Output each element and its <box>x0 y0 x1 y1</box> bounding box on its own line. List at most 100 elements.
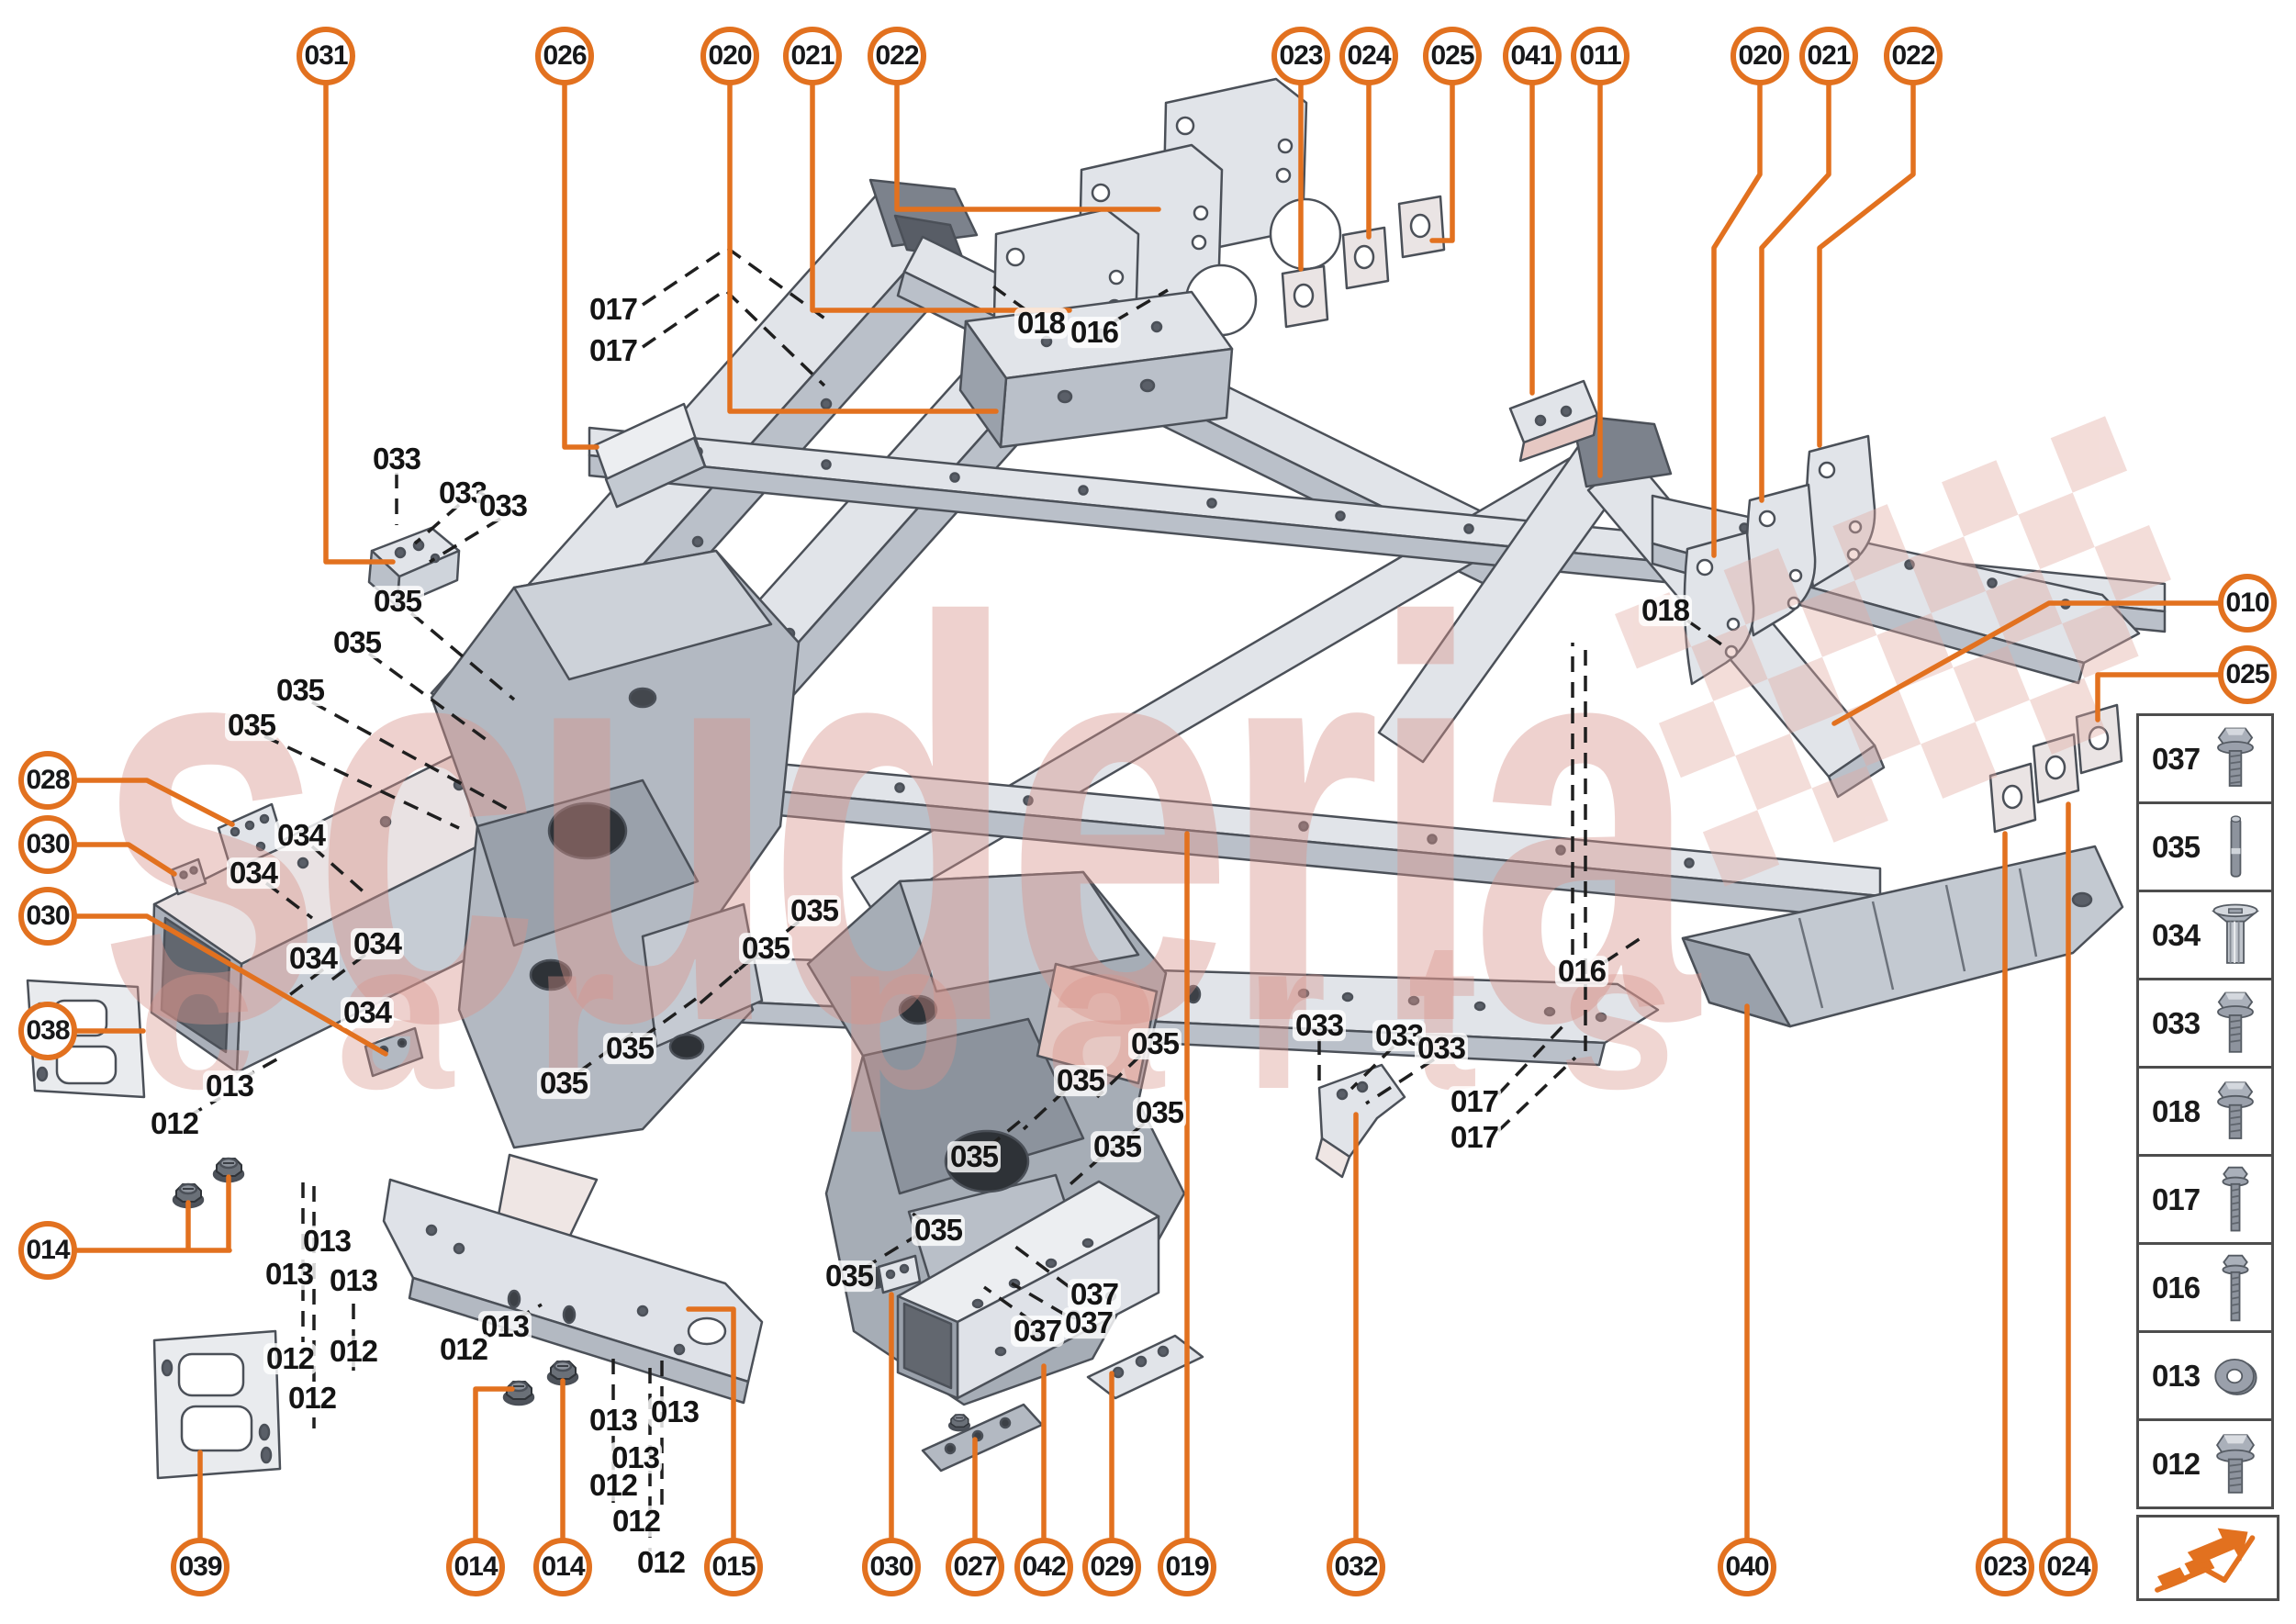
legend-part-number: 037 <box>2152 741 2201 776</box>
part-badge-025[interactable]: 025 <box>2218 645 2277 704</box>
part-number-label: 035 <box>330 627 385 658</box>
part-badge-023[interactable]: 023 <box>1976 1538 2034 1596</box>
part-number-label: 016 <box>1554 956 1609 987</box>
part-badge-011[interactable]: 011 <box>1571 27 1630 85</box>
legend-row: 033 <box>2136 980 2274 1069</box>
part-number-label: 035 <box>224 710 279 741</box>
part-badge-014[interactable]: 014 <box>18 1221 77 1280</box>
part-badge-039[interactable]: 039 <box>171 1538 230 1596</box>
part-number-label: 013 <box>202 1070 257 1102</box>
part-badge-021[interactable]: 021 <box>1799 27 1858 85</box>
flange-bolt-icon <box>2217 1081 2254 1139</box>
part-number-label: 012 <box>609 1506 664 1537</box>
ribbed-beam-040 <box>1681 845 2124 1028</box>
plate-039 <box>152 1329 282 1480</box>
part-badge-032[interactable]: 032 <box>1327 1538 1385 1596</box>
part-badge-027[interactable]: 027 <box>946 1538 1004 1596</box>
part-badge-019[interactable]: 019 <box>1158 1538 1216 1596</box>
legend-row: 037 <box>2136 713 2274 804</box>
part-badge-022[interactable]: 022 <box>868 27 926 85</box>
legend-row: 018 <box>2136 1069 2274 1157</box>
part-number-label: 034 <box>350 928 405 959</box>
part-number-label: 013 <box>299 1226 354 1257</box>
part-badge-022[interactable]: 022 <box>1884 27 1943 85</box>
part-badge-015[interactable]: 015 <box>704 1538 763 1596</box>
crash-box-042 <box>896 1180 1160 1400</box>
part-badge-042[interactable]: 042 <box>1014 1538 1073 1596</box>
part-badge-030[interactable]: 030 <box>18 815 77 874</box>
part-badge-020[interactable]: 020 <box>700 27 759 85</box>
part-number-label: 037 <box>1010 1316 1065 1347</box>
part-number-label: 035 <box>1132 1097 1187 1128</box>
part-number-label: 012 <box>436 1334 491 1365</box>
part-badge-020[interactable]: 020 <box>1730 27 1789 85</box>
part-badge-030[interactable]: 030 <box>862 1538 921 1596</box>
part-number-label: 012 <box>147 1108 202 1139</box>
part-badge-031[interactable]: 031 <box>297 27 355 85</box>
part-badge-028[interactable]: 028 <box>18 751 77 810</box>
long-bolt-icon <box>2222 1254 2249 1321</box>
part-number-label: 017 <box>586 335 641 366</box>
part-number-label: 035 <box>738 933 793 964</box>
stud-icon <box>2230 814 2242 878</box>
part-badge-014[interactable]: 014 <box>446 1538 505 1596</box>
part-number-label: 035 <box>911 1215 966 1246</box>
part-number-label: 037 <box>1061 1307 1116 1338</box>
part-badge-010[interactable]: 010 <box>2218 574 2277 633</box>
part-number-label: 017 <box>1447 1086 1502 1117</box>
plate-029 <box>1086 1334 1204 1400</box>
part-number-label: 035 <box>536 1068 591 1099</box>
part-number-label: 033 <box>369 443 424 475</box>
chassis-parts <box>26 77 2167 1480</box>
legend-part-number: 034 <box>2152 917 2201 952</box>
part-number-label: 018 <box>1014 308 1069 339</box>
part-number-label: 037 <box>1067 1279 1122 1310</box>
part-badge-023[interactable]: 023 <box>1271 27 1330 85</box>
part-number-label: 013 <box>262 1259 317 1290</box>
part-badge-030[interactable]: 030 <box>18 887 77 946</box>
legend-part-number: 033 <box>2152 1005 2201 1040</box>
brand-logo-box <box>2136 1515 2279 1601</box>
part-badge-014[interactable]: 014 <box>533 1538 592 1596</box>
legend-row: 012 <box>2136 1421 2274 1509</box>
part-number-label: 017 <box>1447 1122 1502 1153</box>
part-number-label: 033 <box>1292 1010 1347 1041</box>
badge-leader-lines <box>74 82 2221 1540</box>
part-badge-029[interactable]: 029 <box>1082 1538 1141 1596</box>
legend-row: 013 <box>2136 1333 2274 1421</box>
part-number-label: 035 <box>822 1260 877 1292</box>
part-number-label: 033 <box>476 490 531 521</box>
strip-bracket-027 <box>921 1403 1044 1473</box>
part-number-label: 035 <box>370 586 425 617</box>
part-number-label: 034 <box>340 997 395 1028</box>
part-badge-024[interactable]: 024 <box>1339 27 1398 85</box>
part-number-label: 012 <box>633 1547 689 1578</box>
part-number-label: 034 <box>226 857 281 889</box>
legend-part-number: 018 <box>2152 1093 2201 1128</box>
part-badge-025[interactable]: 025 <box>1423 27 1482 85</box>
part-number-label: 017 <box>586 294 641 325</box>
part-number-label: 034 <box>286 943 341 974</box>
plate-stack-right <box>1683 434 1876 686</box>
part-number-label: 012 <box>285 1383 340 1414</box>
part-number-label: 016 <box>1067 317 1122 348</box>
part-number-label: 012 <box>326 1336 381 1367</box>
part-number-label: 035 <box>946 1141 1002 1172</box>
part-badge-038[interactable]: 038 <box>18 1002 77 1060</box>
spacer-plates-right <box>1988 703 2123 834</box>
part-number-label: 035 <box>1053 1065 1108 1096</box>
part-badge-041[interactable]: 041 <box>1503 27 1562 85</box>
part-badge-024[interactable]: 024 <box>2039 1538 2098 1596</box>
part-number-label: 035 <box>1090 1131 1145 1162</box>
part-badge-021[interactable]: 021 <box>783 27 842 85</box>
part-number-label: 013 <box>586 1405 641 1436</box>
part-badge-040[interactable]: 040 <box>1718 1538 1776 1596</box>
part-badge-026[interactable]: 026 <box>535 27 594 85</box>
growth-arrow-logo <box>2155 1528 2256 1593</box>
legend-part-number: 013 <box>2152 1358 2201 1393</box>
plate-026 <box>593 402 707 509</box>
part-number-label: 035 <box>1127 1028 1182 1059</box>
wedge-bracket <box>1508 379 1599 463</box>
